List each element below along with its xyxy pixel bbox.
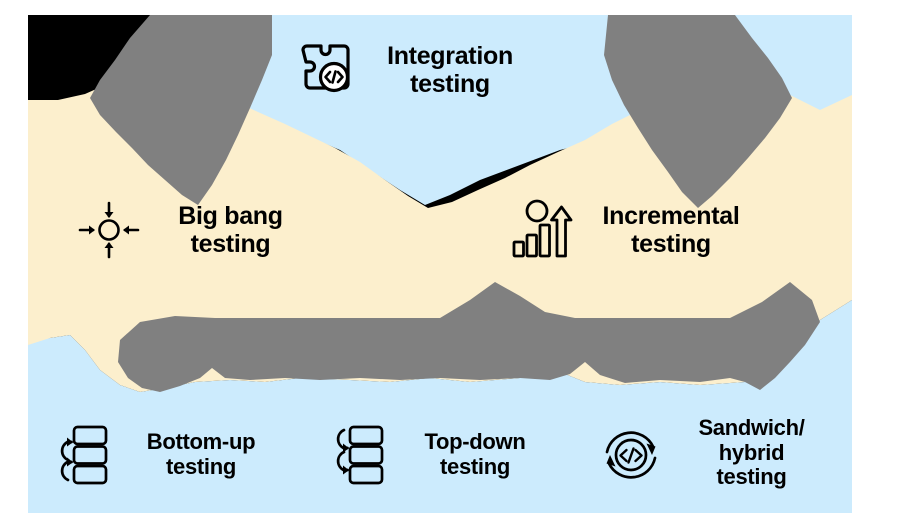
item-top-down-testing[interactable]: Top-down testing	[328, 420, 553, 498]
growth-bars-arrow-icon	[512, 198, 574, 265]
item-integration-testing[interactable]: Integration testing	[295, 30, 535, 110]
stacked-blocks-down-arrows-icon	[328, 424, 384, 491]
puzzle-code-icon	[295, 38, 353, 101]
gray-center-band	[118, 282, 820, 392]
stacked-blocks-up-arrows-icon	[52, 424, 108, 491]
item-sandwich-hybrid-testing[interactable]: Sandwich/ hybrid testing	[600, 408, 825, 508]
converging-arrows-icon	[78, 200, 140, 265]
item-label-top-down-testing: Top-down testing	[424, 429, 526, 479]
item-bottom-up-testing[interactable]: Bottom-up testing	[52, 420, 282, 498]
item-label-big-bang-testing: Big bang testing	[178, 202, 283, 258]
cream-band	[28, 70, 852, 392]
circular-arrows-code-icon	[600, 424, 662, 491]
item-big-bang-testing[interactable]: Big bang testing	[78, 192, 308, 272]
cream-region	[28, 70, 852, 392]
gray-diamond-left	[90, 15, 272, 205]
item-label-sandwich-hybrid-testing: Sandwich/ hybrid testing	[698, 415, 805, 490]
gray-diamond-right	[604, 15, 792, 208]
gray-shapes	[90, 15, 820, 392]
item-label-bottom-up-testing: Bottom-up testing	[146, 429, 256, 479]
item-label-incremental-testing: Incremental testing	[602, 202, 740, 258]
item-label-integration-testing: Integration testing	[387, 42, 513, 98]
item-incremental-testing[interactable]: Incremental testing	[512, 192, 757, 272]
